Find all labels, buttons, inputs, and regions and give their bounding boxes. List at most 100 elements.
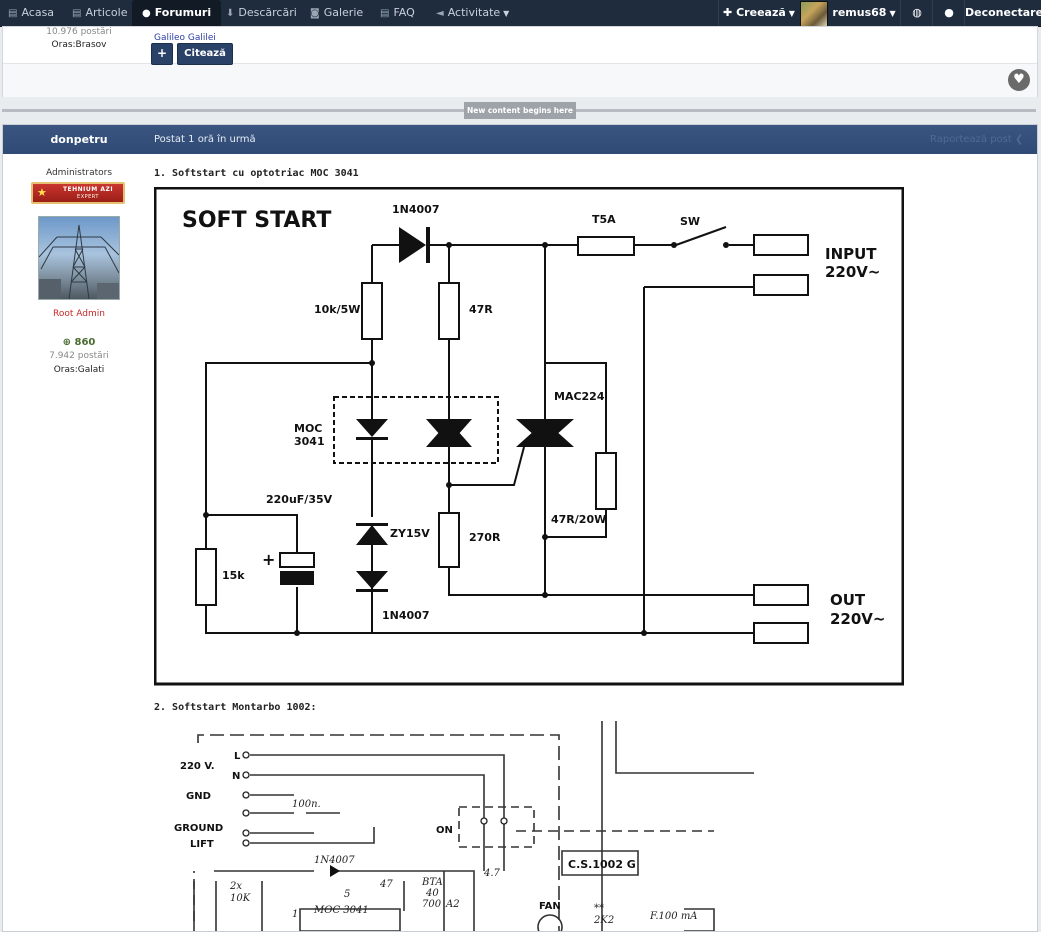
user-rank: Root Admin [53, 309, 105, 319]
sch2-r47: 47 [379, 879, 393, 890]
badge-line-2: EXPERT [77, 194, 99, 200]
sch2-lift: LIFT [190, 839, 214, 850]
camera-icon: ◙ [310, 8, 320, 19]
sch2-r10k: 10K [230, 893, 251, 904]
label-moc-1: MOC [294, 422, 322, 435]
user-group: Administrators [45, 168, 113, 178]
globe-button[interactable]: ◍ [900, 0, 933, 26]
reputation: ⊕ 860 [3, 337, 155, 348]
author-location: Oras:Galati [53, 365, 105, 375]
quote-button[interactable]: Citează [177, 43, 233, 65]
star-icon: ★ [37, 186, 47, 199]
softstart-schematic-image: SOFT START 1N4007 T5A SW INPUT 220V~ 10k… [154, 187, 904, 686]
nav-item-galerie[interactable]: ◙Galerie [310, 0, 363, 26]
create-button[interactable]: ✚ Creează▼ [718, 0, 799, 26]
sch2-board: C.S.1002 G [568, 858, 636, 871]
sch2-bta1: BTA [421, 877, 443, 888]
prev-signature: Galileo Galilei [154, 33, 216, 43]
label-d1: 1N4007 [392, 203, 439, 216]
sch2-gnd: GND [186, 791, 211, 802]
label-out-1: OUT [830, 591, 866, 609]
sch2-ground: GROUND [174, 823, 223, 834]
prev-post-count: 10.976 postări [46, 27, 112, 37]
nav-item-activitate[interactable]: ◄Activitate▼ [436, 0, 509, 26]
label-zener: ZY15V [390, 527, 430, 540]
chat-bubbles-icon: ● [944, 6, 954, 19]
author-avatar[interactable] [38, 216, 120, 300]
document-icon: ▤ [380, 8, 390, 19]
sch2-bta3: 700 [422, 899, 442, 910]
post-date[interactable]: Postat 1 oră în urmă [154, 134, 256, 145]
montarbo-schematic-image: 220 V. L N GND GROUND LIFT ON C.S.1002 G… [154, 721, 754, 931]
label-r5: 15k [222, 569, 245, 582]
nav-item-forumuri[interactable]: ●Forumuri [132, 0, 222, 26]
nav-label: Galerie [323, 6, 364, 19]
create-label: Creează [736, 6, 786, 19]
chevron-down-icon: ▼ [889, 9, 896, 18]
share-icon[interactable]: ❮ [1015, 134, 1024, 145]
previous-post: 10.976 postări Oras:Brasov Galileo Galil… [2, 26, 1038, 97]
label-r1: 10k/5W [314, 303, 360, 316]
plus-icon: ✚ [723, 6, 733, 19]
sch2-on: ON [436, 825, 453, 836]
sch2-n: N [232, 771, 240, 782]
section-heading-2: 2. Softstart Montarbo 1002: [154, 702, 317, 713]
heart-icon[interactable]: ♥ [1008, 69, 1030, 91]
chevron-down-icon: ▼ [503, 9, 510, 18]
author-name[interactable]: donpetru [50, 133, 108, 146]
badge-line-1: TEHNIUM AZI [62, 186, 114, 193]
nav-label: Forumuri [154, 6, 212, 19]
nav-item-faq[interactable]: ▤FAQ [380, 0, 415, 26]
messages-button[interactable]: ● [932, 0, 965, 26]
prev-post-actions [3, 63, 1037, 97]
nav-label: Acasa [21, 6, 55, 19]
sch2-r2k2: 2K2 [593, 915, 614, 926]
nav-label: Articole [85, 6, 128, 19]
nav-label: FAQ [393, 6, 415, 19]
prev-location: Oras:Brasov [51, 40, 107, 50]
megaphone-icon: ◄ [436, 8, 444, 19]
sch2-r2x: 2x [229, 881, 242, 892]
label-d2: 1N4007 [382, 609, 429, 622]
label-r4: 47R/20W [551, 513, 606, 526]
nav-item-articole[interactable]: ▤Articole [72, 0, 127, 26]
nav-label: Descărcări [238, 6, 297, 19]
multiquote-button[interactable]: + [151, 43, 173, 65]
plus-circle-icon: ⊕ [62, 337, 72, 348]
label-switch: SW [680, 215, 700, 228]
nav-item-descarcari[interactable]: ⬇Descărcări [226, 0, 297, 26]
logout-button[interactable]: Deconectare [964, 0, 1041, 26]
logout-label: Deconectare [965, 6, 1041, 19]
user-avatar[interactable] [800, 1, 828, 27]
chat-bubbles-icon: ● [142, 8, 151, 19]
expert-badge: ★ TEHNIUM AZI EXPERT [31, 182, 125, 204]
username: remus68 [832, 6, 887, 19]
label-plus: + [262, 550, 275, 569]
sch2-cap: 100n. [292, 799, 321, 810]
reputation-value: 860 [74, 337, 96, 348]
nav-label: Activitate [447, 6, 501, 19]
sch2-fuse: F.100 mA [649, 911, 698, 922]
sch2-n5: 5 [344, 889, 350, 900]
sch2-n1: 1 [292, 909, 298, 920]
label-out-2: 220V~ [830, 610, 886, 628]
label-input-1: INPUT [825, 245, 877, 263]
sch2-r47b: 4.7 [483, 868, 501, 879]
report-post-link[interactable]: Raportează post [930, 134, 1012, 145]
sch2-220v: 220 V. [180, 761, 215, 772]
new-content-label: New content begins here [464, 102, 576, 119]
sch2-l: L [234, 751, 241, 762]
globe-icon: ◍ [912, 6, 922, 19]
nav-item-acasa[interactable]: ▤Acasa [8, 0, 54, 26]
top-navigation-bar: ▤Acasa ▤Articole ●Forumuri ⬇Descărcări ◙… [0, 0, 1041, 27]
sch2-diode: 1N4007 [314, 855, 355, 866]
document-icon: ▤ [72, 8, 82, 19]
label-r3: 270R [469, 531, 501, 544]
author-post-count: 7.942 postări [49, 351, 109, 361]
sch2-bta2: 40 [425, 888, 439, 899]
sch2-stars: ** [594, 903, 604, 914]
label-moc-2: 3041 [294, 435, 325, 448]
label-input-2: 220V~ [825, 263, 881, 281]
user-menu[interactable]: remus68▼ [828, 0, 900, 26]
sch2-fan: FAN [539, 901, 561, 912]
